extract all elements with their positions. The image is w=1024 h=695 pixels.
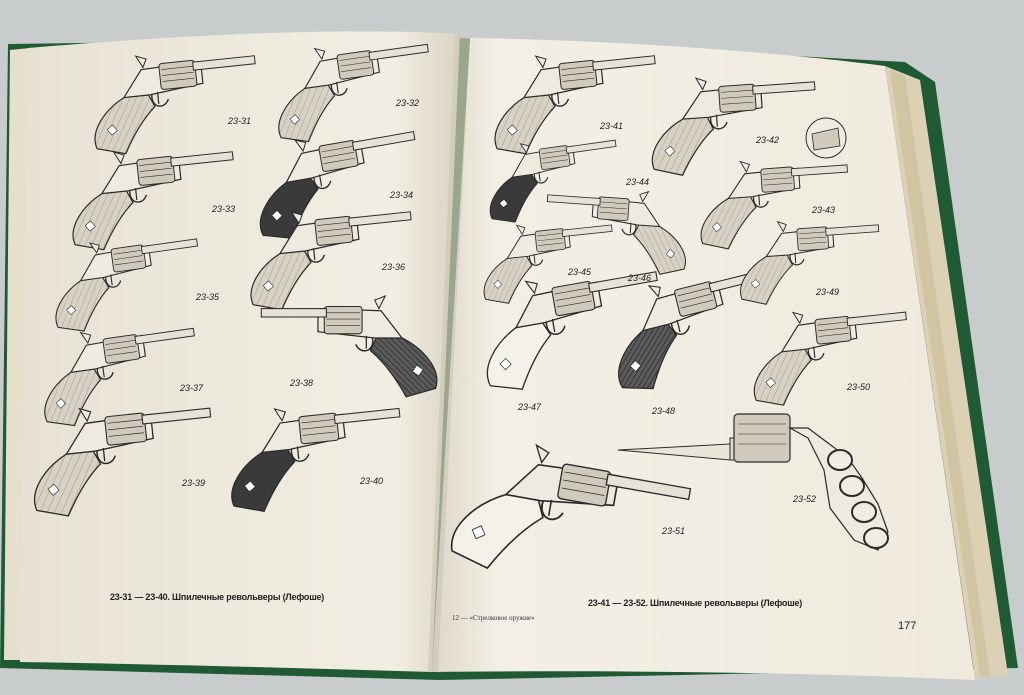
figure-label-23-47: 23-47 <box>518 402 542 412</box>
revolver-23-45 <box>483 224 613 304</box>
revolver-23-33 <box>72 151 234 251</box>
figure-label-23-45: 23-45 <box>568 267 592 277</box>
revolver-23-31 <box>94 55 256 155</box>
revolver-23-37 <box>44 327 195 427</box>
revolver-23-38 <box>260 294 438 398</box>
revolver-23-49 <box>740 220 880 305</box>
figure-label-23-44: 23-44 <box>626 177 650 187</box>
revolver-23-47 <box>486 271 658 390</box>
revolver-23-39 <box>34 407 212 517</box>
revolver-23-32 <box>278 43 429 143</box>
revolver-23-46 <box>546 190 686 275</box>
figure-label-23-43: 23-43 <box>812 205 836 215</box>
figure-label-23-49: 23-49 <box>816 287 840 297</box>
revolver-23-43 <box>700 160 848 250</box>
revolver-23-51 <box>451 443 692 570</box>
revolver-23-41 <box>494 55 656 155</box>
figure-label-23-42: 23-42 <box>756 135 780 145</box>
page-number: 177 <box>898 620 917 632</box>
figure-label-23-33: 23-33 <box>212 204 236 214</box>
figure-label-23-40: 23-40 <box>360 476 384 486</box>
revolver-23-42 <box>651 77 816 176</box>
figure-label-23-38: 23-38 <box>290 378 314 388</box>
revolver-23-35 <box>55 238 199 332</box>
figure-label-23-36: 23-36 <box>382 262 406 272</box>
figure-label-23-39: 23-39 <box>182 478 206 488</box>
figure-label-23-41: 23-41 <box>600 121 624 131</box>
revolver-23-52 <box>617 413 889 551</box>
revolver-23-36 <box>250 211 412 311</box>
figure-label-23-50: 23-50 <box>847 382 871 392</box>
figure-label-23-32: 23-32 <box>396 98 420 108</box>
right-page-caption: 23-41 — 23-52. Шпилечные револьверы (Леф… <box>588 598 803 608</box>
detail-inset-23-42 <box>805 117 847 159</box>
figure-label-23-48: 23-48 <box>652 406 676 416</box>
revolver-23-40 <box>231 407 401 513</box>
revolver-23-50 <box>753 311 907 406</box>
left-page-caption: 23-31 — 23-40. Шпилечные револьверы (Леф… <box>110 592 325 602</box>
revolver-23-44 <box>489 139 617 223</box>
right-page-footer: 12 — «Стрелковое оружие» <box>452 614 535 622</box>
figure-label-23-34: 23-34 <box>390 190 414 200</box>
figure-label-23-35: 23-35 <box>196 292 220 302</box>
figure-label-23-37: 23-37 <box>180 383 204 393</box>
figure-label-23-51: 23-51 <box>662 526 686 536</box>
figure-label-23-31: 23-31 <box>228 116 252 126</box>
figure-label-23-46: 23-46 <box>628 273 652 283</box>
revolver-23-34 <box>259 131 416 239</box>
figure-label-23-52: 23-52 <box>793 494 817 504</box>
